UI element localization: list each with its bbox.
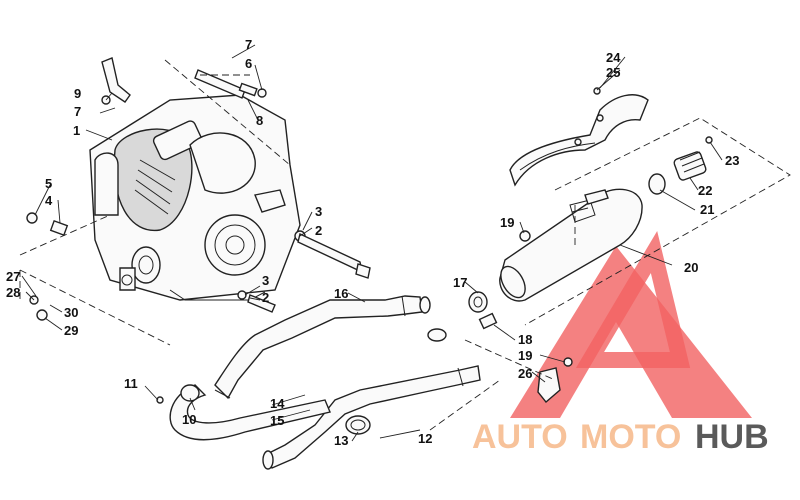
- watermark-text: AUTO MOTO HUB: [472, 418, 769, 456]
- callout-4: 4: [45, 193, 53, 208]
- callout-19: 19: [518, 348, 532, 363]
- callouts: 1 2 2 3 3 4 5 6 7 7 8 9 10 11 12 13 14 1…: [6, 37, 739, 448]
- callout-2: 2: [315, 223, 322, 238]
- callout-25: 25: [606, 65, 620, 80]
- callout-30: 30: [64, 305, 78, 320]
- callout-7: 7: [245, 37, 252, 52]
- watermark-logo: [510, 230, 752, 418]
- callout-20: 20: [684, 260, 698, 275]
- callout-11: 11: [124, 376, 138, 391]
- callout-18: 18: [518, 332, 532, 347]
- watermark-triangle-outer: [510, 246, 752, 418]
- callout-22: 22: [698, 183, 712, 198]
- callout-6: 6: [245, 56, 252, 71]
- callout-9: 9: [74, 86, 81, 101]
- spark-arrestor: [648, 136, 713, 195]
- callout-19: 19: [500, 215, 514, 230]
- callout-17: 17: [453, 275, 467, 290]
- exhaust-clamps: [156, 328, 447, 435]
- watermark-text-moto: MOTO: [580, 418, 681, 456]
- callout-5: 5: [45, 176, 52, 191]
- callout-28: 28: [6, 285, 20, 300]
- callout-21: 21: [700, 202, 714, 217]
- assembly-outlines: [19, 59, 791, 431]
- callout-10: 10: [182, 412, 196, 427]
- gaskets: [468, 291, 573, 404]
- callout-29: 29: [64, 323, 78, 338]
- muffler: [499, 188, 643, 302]
- callout-13: 13: [334, 433, 348, 448]
- callout-27: 27: [6, 269, 20, 284]
- engine-brackets: [26, 57, 371, 321]
- callout-3: 3: [315, 204, 322, 219]
- callout-26: 26: [518, 366, 532, 381]
- leader-lines: [21, 44, 723, 442]
- callout-1: 1: [73, 123, 80, 138]
- callout-2: 2: [262, 290, 269, 305]
- callout-7: 7: [74, 104, 81, 119]
- callout-8: 8: [256, 113, 263, 128]
- callout-23: 23: [725, 153, 739, 168]
- callout-12: 12: [418, 431, 432, 446]
- exhaust-pipe-front: [169, 384, 331, 441]
- callout-24: 24: [606, 50, 621, 65]
- heat-shield: [509, 87, 649, 187]
- watermark-triangle-inner: [575, 230, 691, 368]
- callout-3: 3: [262, 273, 269, 288]
- engine-assembly: [89, 94, 301, 301]
- callout-14: 14: [270, 396, 285, 411]
- watermark-text-auto: AUTO: [472, 418, 568, 456]
- watermark-text-hub: HUB: [695, 418, 769, 456]
- callout-16: 16: [334, 286, 348, 301]
- callout-15: 15: [270, 413, 284, 428]
- exhaust-pipe-16: [214, 295, 431, 400]
